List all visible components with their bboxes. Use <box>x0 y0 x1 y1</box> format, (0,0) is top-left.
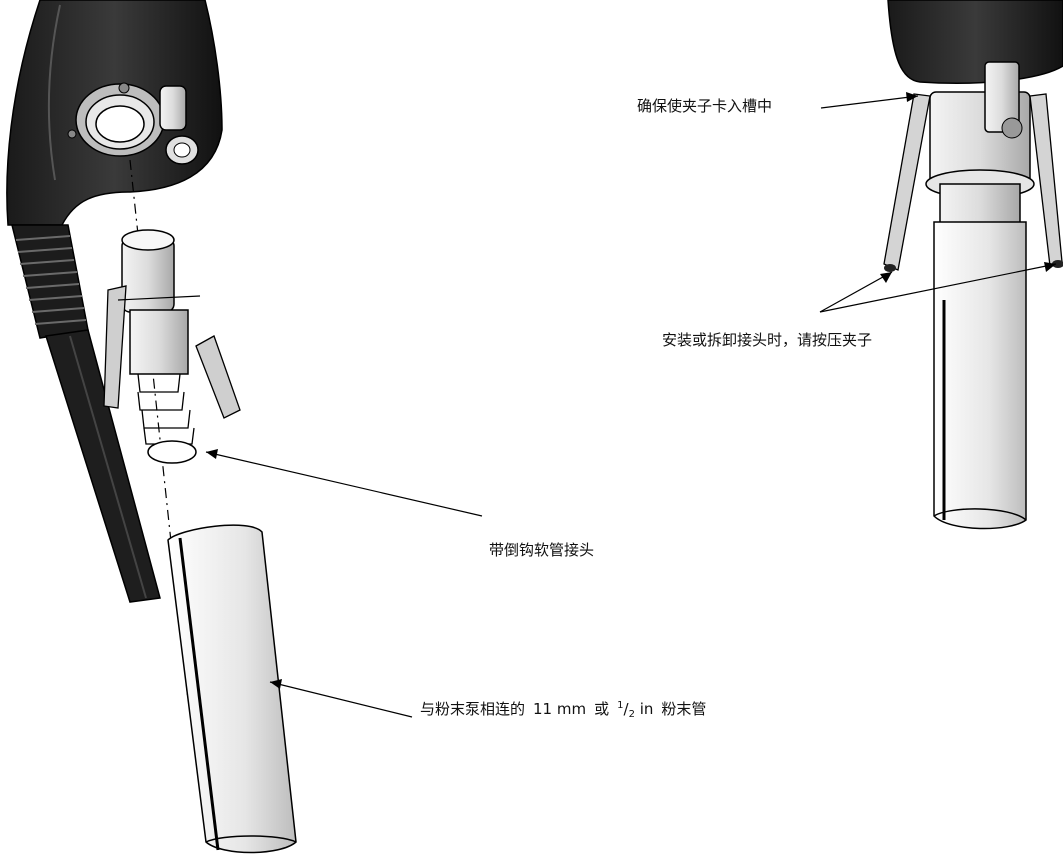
leader-line-press-clips <box>819 262 1057 313</box>
tube-or: 或 <box>594 700 610 718</box>
gun-outlet-fitting <box>67 82 199 165</box>
powder-tube-left <box>167 524 297 854</box>
leader-line-barbed-fitting <box>205 449 483 517</box>
label-barbed-fitting: 带倒钩软管接头 <box>489 541 595 559</box>
tube-fraction-numerator: 1 <box>617 700 624 711</box>
label-clip-groove: 确保使夹子卡入槽中 <box>637 97 773 115</box>
leader-line-powder-tube <box>269 679 413 718</box>
gun-cable <box>45 329 161 603</box>
hose-strain-relief <box>11 224 89 339</box>
tube-fraction-denominator: 2 <box>628 709 635 720</box>
tube-size-mm: 11 mm <box>533 700 587 718</box>
tube-suffix: 粉末管 <box>661 700 707 718</box>
gun-handle-right <box>887 0 1063 84</box>
tube-prefix: 与粉末泵相连的 <box>420 700 526 718</box>
leader-line-clip-groove <box>820 92 919 109</box>
powder-tube-right <box>933 221 1027 530</box>
label-press-clips: 安装或拆卸接头时，请按压夹子 <box>662 331 873 349</box>
tube-size-unit: in <box>639 700 654 718</box>
barbed-hose-fitting <box>103 229 241 464</box>
